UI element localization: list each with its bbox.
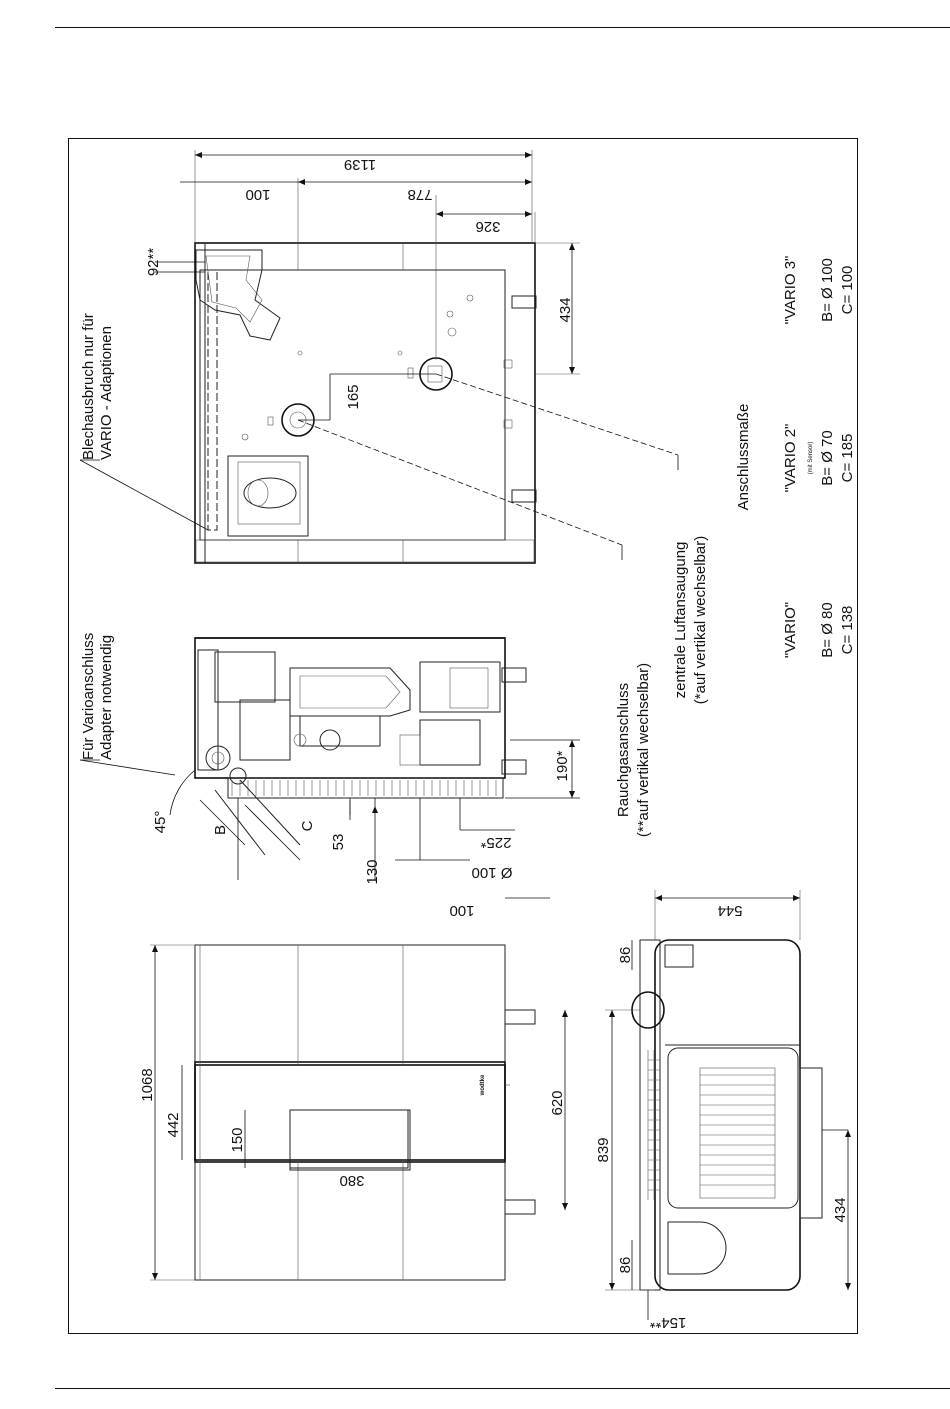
dim-434-top: 434 — [557, 297, 574, 322]
dim-c: C — [299, 820, 316, 831]
variant-vario2-b: B= Ø 70 — [819, 430, 836, 485]
dim-839: 839 — [595, 1137, 612, 1162]
variant-vario-b: B= Ø 80 — [819, 602, 836, 657]
label-brand: wodtke — [480, 1074, 486, 1096]
dim-544: 544 — [717, 902, 742, 919]
dim-620: 620 — [549, 1090, 566, 1115]
dim-phi-100: Ø 100 — [472, 864, 513, 881]
top-view — [155, 150, 580, 564]
dim-53: 53 — [330, 834, 347, 851]
label-blechausbruch-2: VARIO - Adaptionen — [98, 326, 115, 460]
label-rauchgas-2: (**auf vertikal wechselbar) — [635, 663, 652, 837]
dimension-labels: 1139 100 778 326 92** 434 165 45° B C 53… — [139, 156, 849, 1331]
variant-vario2-c: C= 185 — [839, 434, 856, 483]
dim-1139: 1139 — [344, 156, 376, 173]
dim-165: 165 — [345, 384, 362, 409]
dim-92: 92** — [145, 248, 162, 277]
dim-190: 190* — [554, 750, 571, 781]
variant-vario2-note: (mit Sensor) — [808, 442, 814, 475]
label-luft-2: (*auf vertikal wechselbar) — [692, 536, 709, 704]
dim-86-bot: 86 — [617, 1257, 634, 1274]
label-luft-1: zentrale Luftansaugung — [672, 542, 689, 699]
dim-100-mid: 100 — [449, 902, 474, 919]
variant-vario3-c: C= 100 — [839, 266, 856, 315]
label-anschlussmasse: Anschlussmaße — [735, 404, 752, 511]
plan-view — [605, 890, 851, 1320]
footer-rule — [55, 1388, 950, 1389]
dim-b: B — [212, 825, 229, 835]
dim-380: 380 — [339, 1172, 364, 1189]
dim-45: 45° — [152, 811, 169, 834]
label-blechausbruch-1: Blechausbruch nur für — [80, 313, 97, 460]
label-vario-anschluss-2: Adapter notwendig — [98, 635, 115, 760]
dim-130: 130 — [364, 859, 381, 884]
dim-150: 150 — [229, 1127, 246, 1152]
dim-225: 225* — [480, 834, 511, 851]
label-vario-anschluss-1: Für Varioanschluss — [80, 633, 97, 760]
annotation-labels: Blechausbruch nur für VARIO - Adaptionen… — [80, 313, 752, 1096]
side-section — [169, 637, 580, 880]
variant-vario2-name: "VARIO 2" — [782, 424, 799, 493]
variant-vario-name: "VARIO" — [782, 602, 799, 658]
dim-442: 442 — [165, 1112, 182, 1137]
dim-778: 778 — [407, 186, 432, 203]
dim-326: 326 — [475, 218, 500, 235]
dim-100-top: 100 — [245, 186, 270, 203]
label-rauchgas-1: Rauchgasanschluss — [615, 683, 632, 817]
variant-vario3-b: B= Ø 100 — [819, 258, 836, 322]
dim-434-bot: 434 — [832, 1197, 849, 1222]
dim-1068: 1068 — [139, 1068, 156, 1101]
header-rule — [55, 27, 950, 28]
variant-vario3-name: "VARIO 3" — [782, 256, 799, 325]
variant-table: "VARIO" B= Ø 80 C= 138 "VARIO 2" (mit Se… — [782, 256, 856, 658]
variant-vario-c: C= 138 — [839, 606, 856, 655]
drawing-frame — [68, 138, 858, 1334]
leader-lines — [79, 373, 679, 776]
front-view — [150, 897, 568, 1281]
dim-86-top: 86 — [617, 947, 634, 964]
dim-154: 154** — [649, 1314, 686, 1331]
